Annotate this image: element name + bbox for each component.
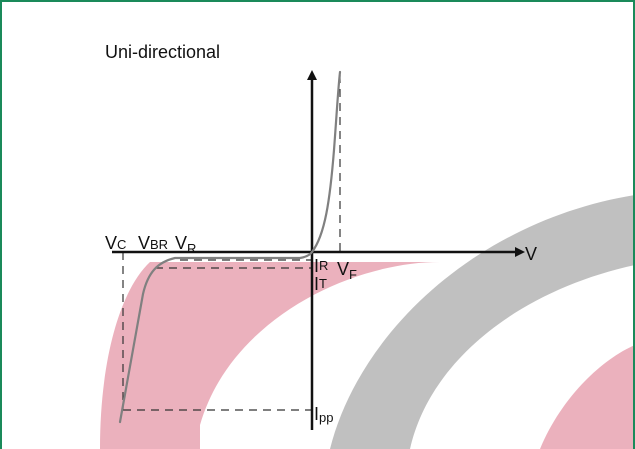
guide-lines: [122, 75, 341, 411]
vf-label: VF: [337, 259, 357, 282]
watermark-logo: [100, 195, 635, 449]
vbr-label: VBR: [138, 233, 168, 253]
watermark-gray-arc: [330, 195, 635, 449]
vr-label: VR: [175, 233, 196, 256]
diagram-title: Uni-directional: [105, 42, 220, 62]
it-label: IT: [314, 274, 327, 294]
watermark-red-arc: [100, 262, 440, 449]
iv-curves: [118, 70, 342, 424]
ipp-label: Ipp: [314, 404, 333, 425]
vc-label: VC: [105, 233, 126, 253]
ir-label: IR: [314, 256, 328, 276]
forward-curve: [310, 70, 342, 254]
watermark-red-lower-right: [540, 345, 635, 449]
reverse-curve: [118, 250, 314, 424]
v-axis-label: V: [525, 244, 537, 264]
